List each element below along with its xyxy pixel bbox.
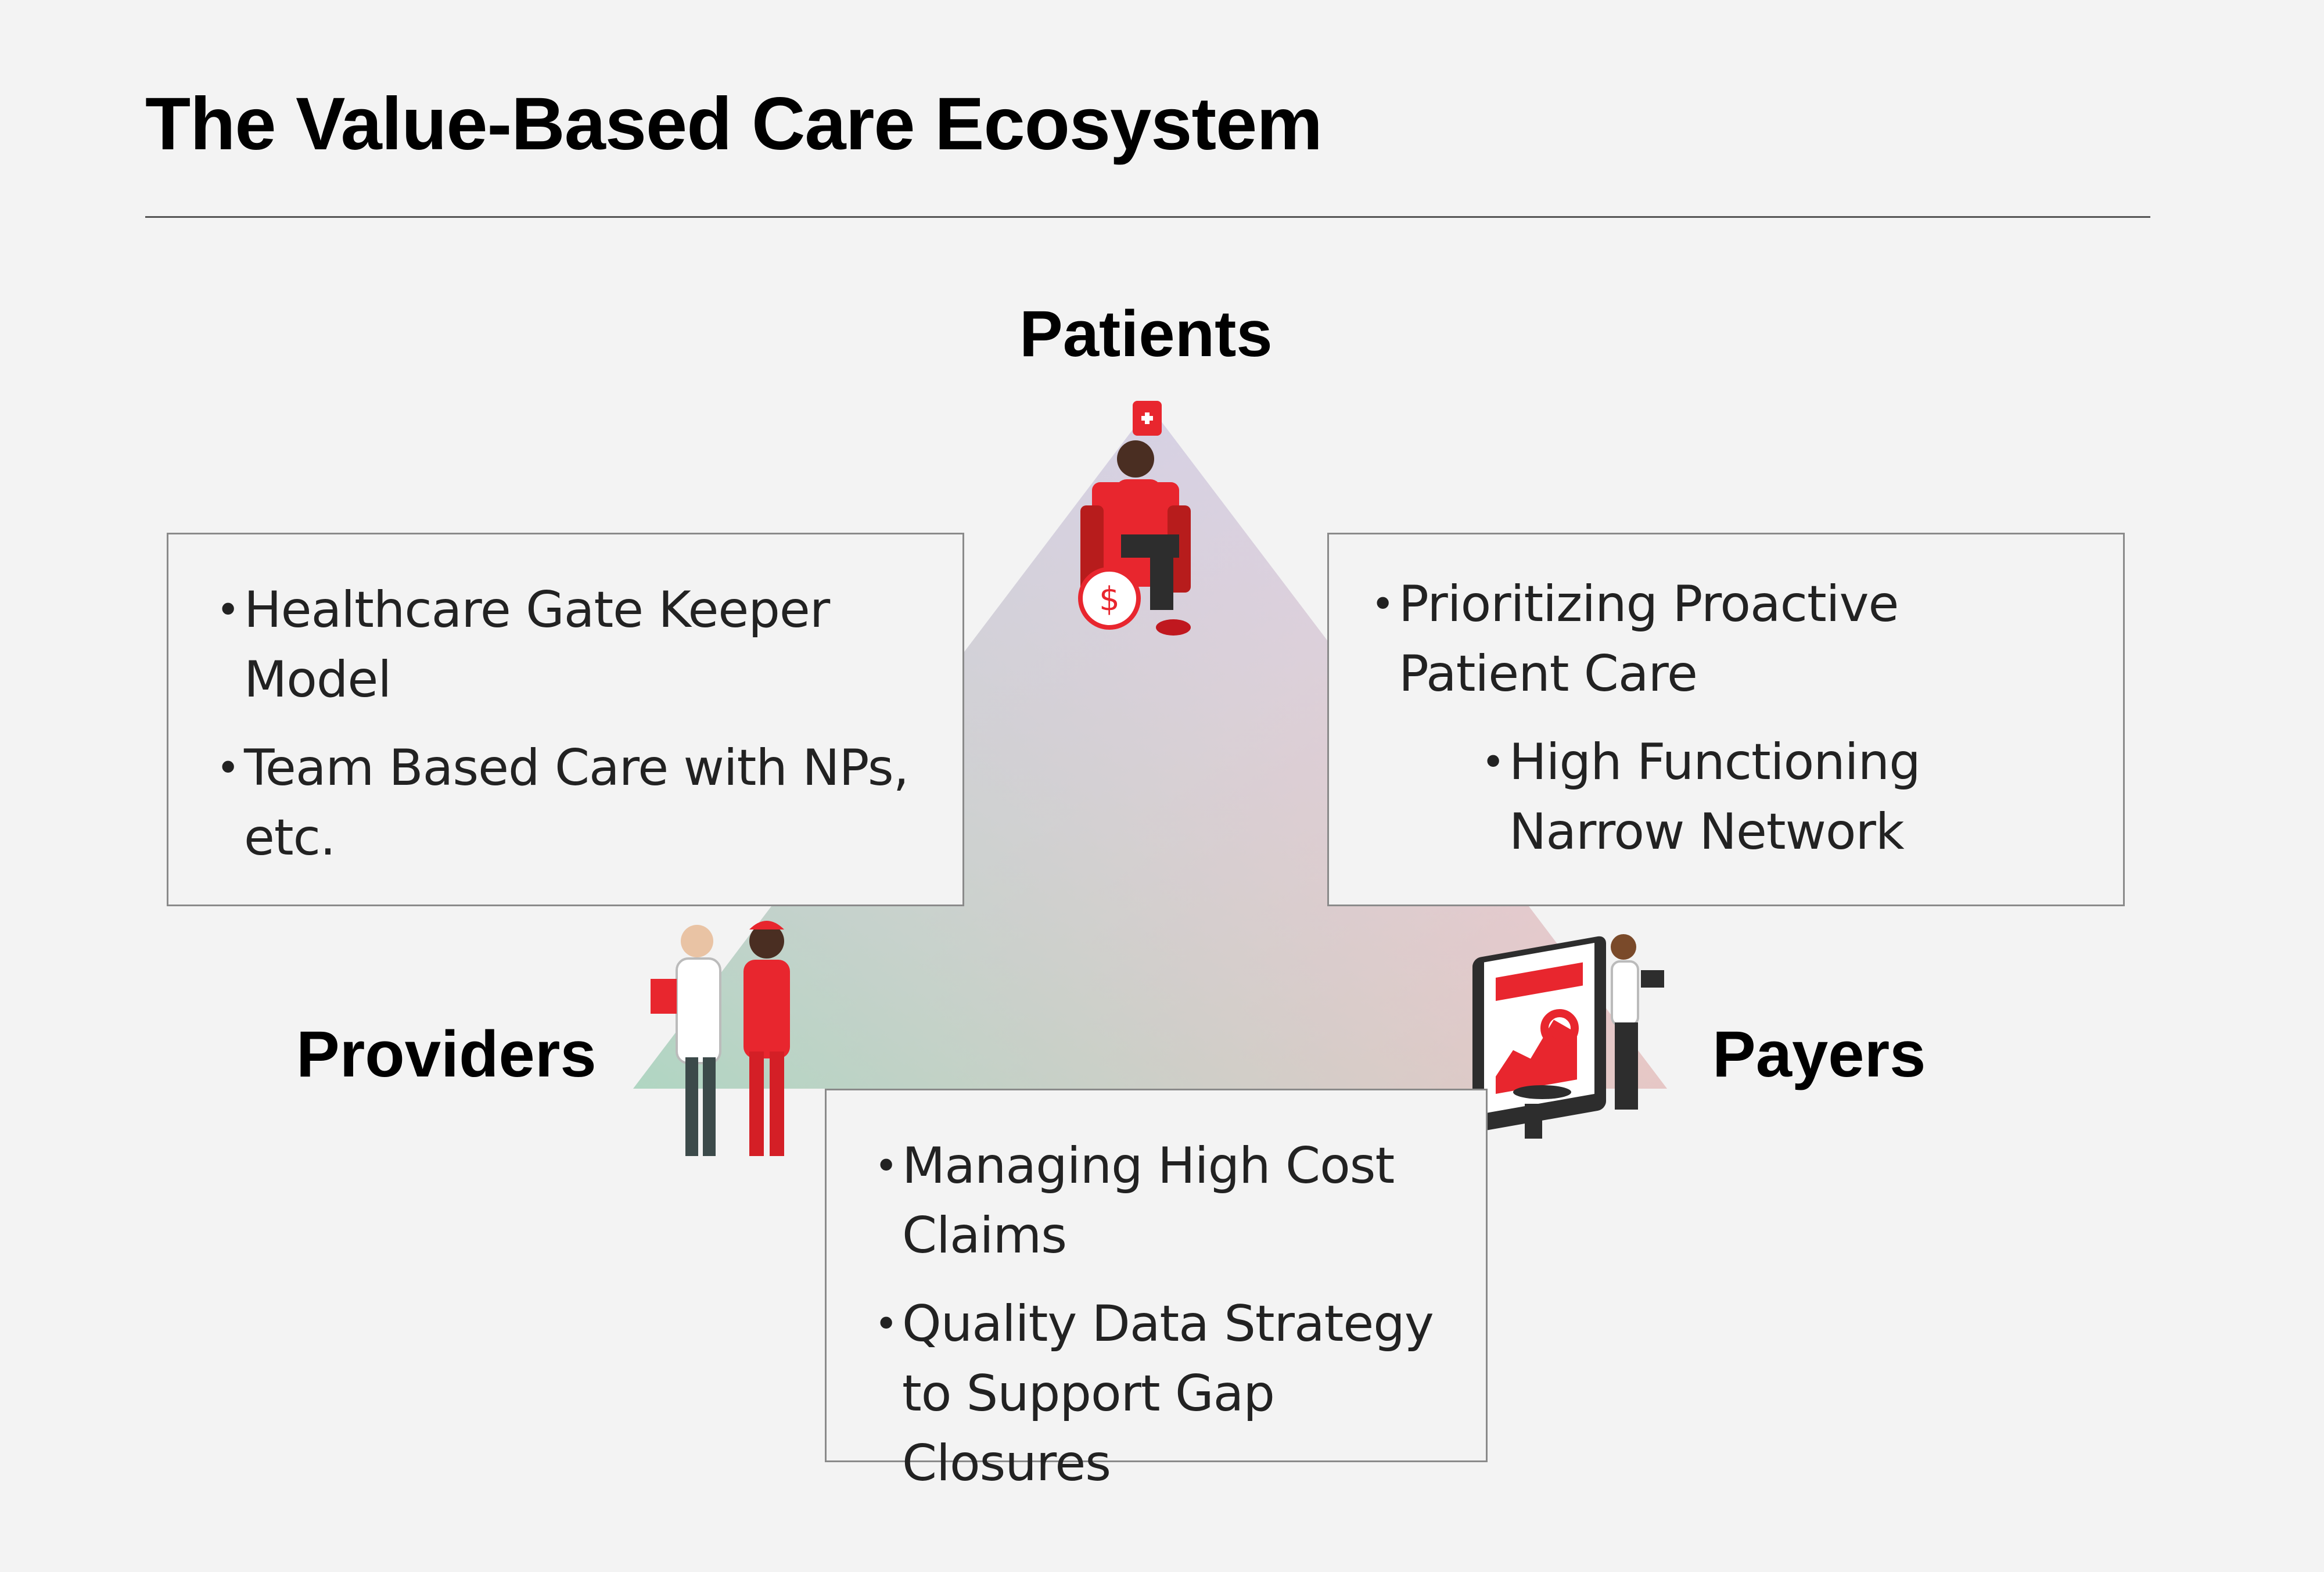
payers-list: Managing High Cost Claims Quality Data S… xyxy=(873,1131,1451,1498)
svg-text:$: $ xyxy=(1099,580,1120,618)
providers-illustration xyxy=(651,921,790,1156)
ecosystem-triangle-overlay xyxy=(633,407,1667,1089)
node-label-payers: Payers xyxy=(1712,1018,1926,1090)
list-item: Prioritizing Proactive Patient Care xyxy=(1370,569,2077,709)
list-item: Healthcare Gate Keeper Model xyxy=(215,575,916,715)
list-item: Team Based Care with NPs, etc. xyxy=(215,733,916,873)
providers-box: Healthcare Gate Keeper Model Team Based … xyxy=(167,533,964,906)
patient-illustration: $ xyxy=(1078,401,1191,636)
list-item: Managing High Cost Claims xyxy=(873,1131,1451,1270)
node-label-patients: Patients xyxy=(1019,297,1273,370)
payers-box: Managing High Cost Claims Quality Data S… xyxy=(825,1089,1488,1492)
title-divider xyxy=(145,216,2150,218)
payers-illustration xyxy=(1472,934,1664,1139)
page-title: The Value-Based Care Ecosystem xyxy=(145,82,1323,166)
patients-box: Prioritizing Proactive Patient Care High… xyxy=(1327,533,2125,906)
list-item: Quality Data Strategy to Support Gap Clo… xyxy=(873,1289,1451,1498)
providers-list: Healthcare Gate Keeper Model Team Based … xyxy=(215,575,916,873)
node-label-providers: Providers xyxy=(296,1018,597,1090)
patients-list: Prioritizing Proactive Patient Care High… xyxy=(1370,569,2077,867)
list-item: High Functioning Narrow Network xyxy=(1480,727,2077,867)
